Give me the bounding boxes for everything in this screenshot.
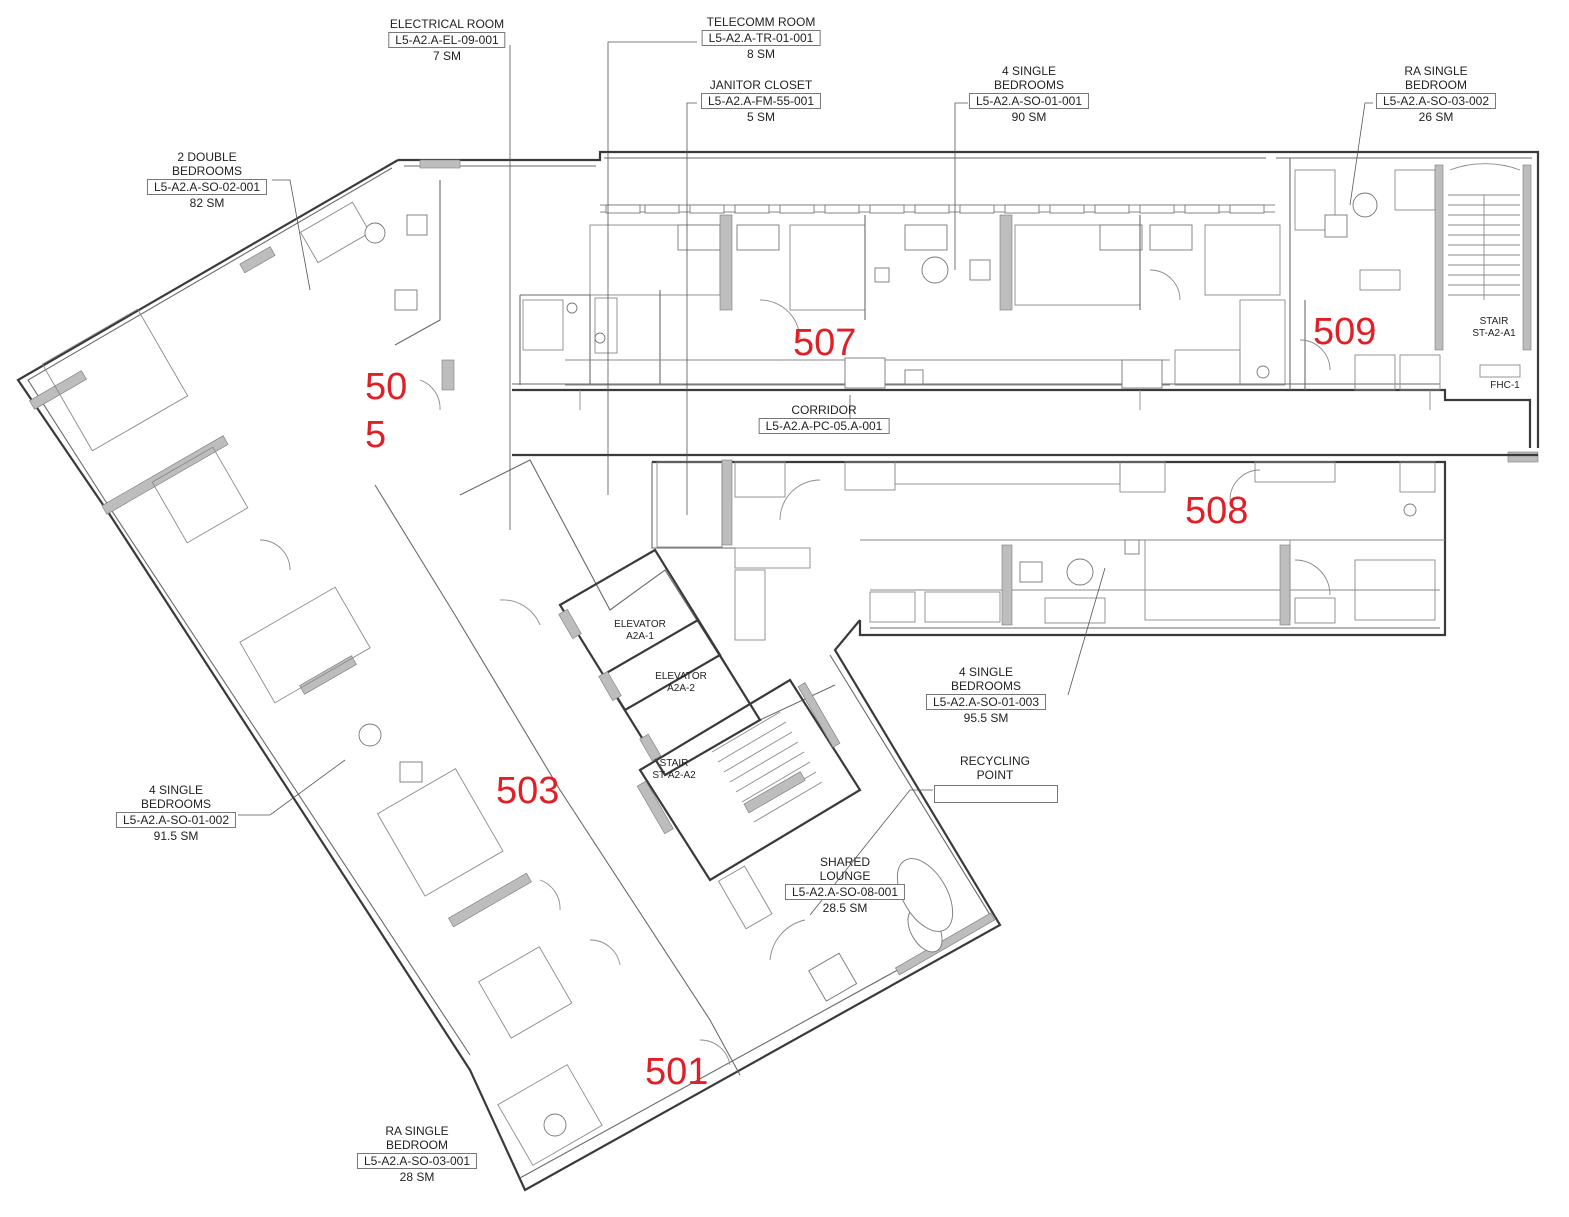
room-code: L5-A2.A-SO-01-001 xyxy=(968,93,1090,109)
unit-number-509: 509 xyxy=(1313,311,1377,353)
unit-number-508: 508 xyxy=(1185,490,1249,532)
top-wing xyxy=(398,150,1540,463)
tag-stair-st-a2-a2: STAIR ST-A2-A2 xyxy=(652,758,696,781)
tag-fhc-1: FHC-1 xyxy=(1490,380,1520,391)
label-recycling-point: RECYCLING POINT xyxy=(959,754,1031,782)
unit-number-501: 501 xyxy=(645,1051,709,1093)
label-4-single-bedrooms-left: 4 SINGLE BEDROOMS L5-A2.A-SO-01-002 91.5… xyxy=(115,783,237,843)
unit-number-505-part1: 50 xyxy=(365,366,408,408)
label-telecomm-room: TELECOMM ROOM L5-A2.A-TR-01-001 8 SM xyxy=(701,15,821,61)
label-4-single-bedrooms-top: 4 SINGLE BEDROOMS L5-A2.A-SO-01-001 90 S… xyxy=(968,64,1090,124)
tag-elevator-a2a-1: ELEVATOR A2A-1 xyxy=(614,619,666,642)
room-code: L5-A2.A-SO-02-001 xyxy=(146,179,268,195)
room-code: L5-A2.A-EL-09-001 xyxy=(388,32,506,48)
room-code: L5-A2.A-SO-01-002 xyxy=(115,812,237,828)
label-ra-single-bedroom-top: RA SINGLE BEDROOM L5-A2.A-SO-03-002 26 S… xyxy=(1375,64,1497,124)
room-code: L5-A2.A-SO-03-001 xyxy=(356,1153,478,1169)
label-4-single-bedrooms-middle: 4 SINGLE BEDROOMS L5-A2.A-SO-01-003 95.5… xyxy=(925,665,1047,725)
room-code: L5-A2.A-FM-55-001 xyxy=(700,93,822,109)
diagonal-wing xyxy=(16,159,1002,1192)
label-shared-lounge: SHARED LOUNGE L5-A2.A-SO-08-001 28.5 SM xyxy=(784,855,906,915)
label-2-double-bedrooms: 2 DOUBLE BEDROOMS L5-A2.A-SO-02-001 82 S… xyxy=(146,150,268,210)
room-code: L5-A2.A-SO-03-002 xyxy=(1375,93,1497,109)
label-electrical-room: ELECTRICAL ROOM L5-A2.A-EL-09-001 7 SM xyxy=(388,17,506,63)
label-corridor: CORRIDOR L5-A2.A-PC-05.A-001 xyxy=(758,403,890,435)
room-code: L5-A2.A-SO-01-003 xyxy=(925,694,1047,710)
mid-wing xyxy=(512,453,1538,641)
unit-number-503: 503 xyxy=(496,770,560,812)
recycling-code-box xyxy=(934,785,1058,803)
tag-elevator-a2a-2: ELEVATOR A2A-2 xyxy=(655,671,707,694)
room-code: L5-A2.A-TR-01-001 xyxy=(701,30,821,46)
unit-number-505-part2: 5 xyxy=(365,414,387,456)
unit-number-507: 507 xyxy=(793,322,857,364)
label-ra-single-bedroom-bottom: RA SINGLE BEDROOM L5-A2.A-SO-03-001 28 S… xyxy=(356,1124,478,1184)
room-code: L5-A2.A-SO-08-001 xyxy=(784,884,906,900)
room-code: L5-A2.A-PC-05.A-001 xyxy=(758,418,890,434)
leader-lines xyxy=(238,41,1373,916)
label-janitor-closet: JANITOR CLOSET L5-A2.A-FM-55-001 5 SM xyxy=(700,78,822,124)
tag-stair-st-a2-a1: STAIR ST-A2-A1 xyxy=(1472,316,1516,339)
